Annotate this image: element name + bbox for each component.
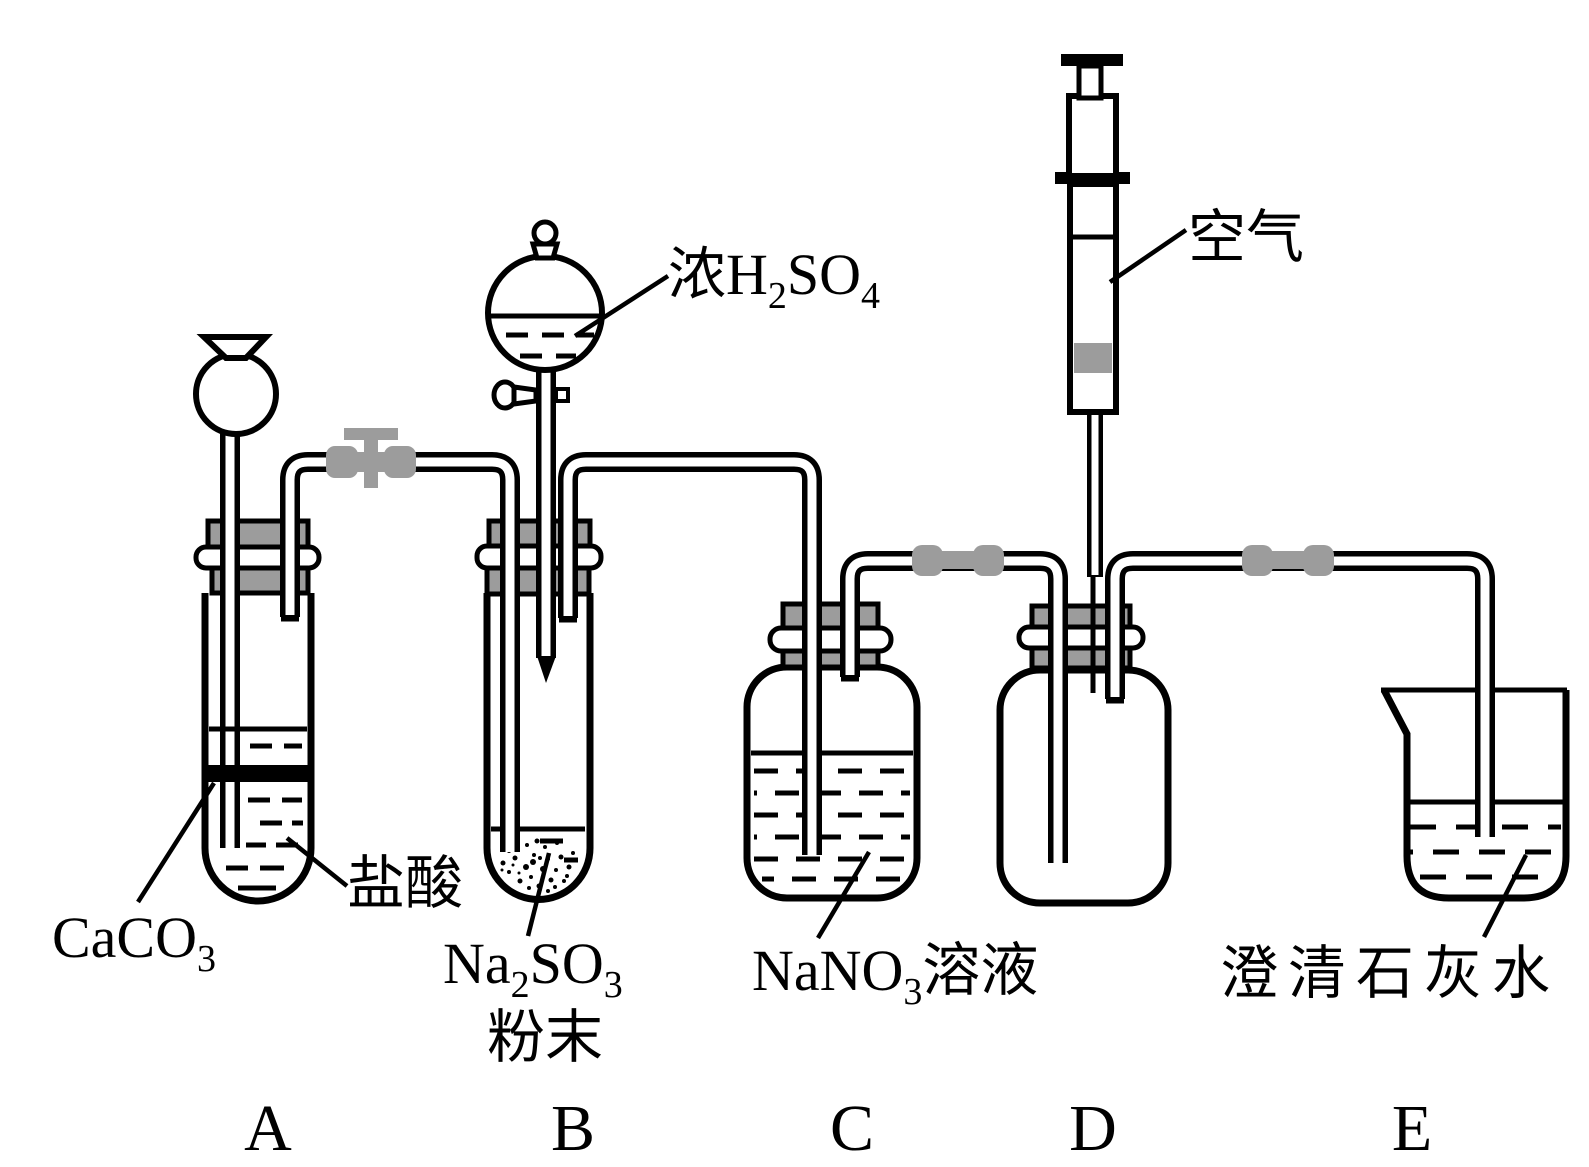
syringe-needle [1087, 410, 1103, 693]
syringe [1055, 54, 1130, 415]
syringe-plunger-rod [1076, 63, 1104, 101]
liquid-c [751, 750, 913, 882]
thistle-funnel-mouth [196, 334, 273, 361]
liquid-a [205, 726, 311, 891]
air-pointer [1108, 228, 1188, 284]
funnel-stopcock [491, 379, 570, 411]
funnel-liquid [490, 313, 601, 359]
hydrochloric-acid-pointer [285, 836, 349, 888]
stopper-c [767, 601, 894, 670]
tubing-connector-cd [912, 545, 1004, 576]
syringe-handle [1061, 54, 1123, 66]
nano3-pointer [816, 850, 871, 940]
delivery-tube-a-to-b [280, 452, 520, 852]
letter-e: E [1392, 1092, 1432, 1165]
dropping-funnel [485, 219, 605, 411]
label-na2so3: Na2SO3 [443, 931, 623, 1006]
letter-d: D [1069, 1092, 1117, 1165]
tubing-connector-de [1242, 545, 1334, 576]
label-na2so3-powder: 粉末 [487, 1005, 603, 1070]
letter-b: B [551, 1092, 595, 1165]
letter-a: A [244, 1092, 292, 1165]
syringe-plunger-shaft [1066, 93, 1119, 179]
h2so4-pointer [573, 274, 670, 338]
label-hydrochloric-acid: 盐酸 [347, 851, 463, 916]
beaker-e [1380, 687, 1570, 902]
label-nano3-solution: NaNO3溶液 [752, 938, 1038, 1013]
label-conc-h2so4: 浓H2SO4 [668, 242, 880, 317]
limewater-pointer [1481, 853, 1529, 939]
funnel-stopper-knob [531, 219, 559, 247]
thistle-funnel [193, 334, 279, 437]
label-air: 空气 [1188, 205, 1304, 270]
caco3-band [205, 765, 311, 782]
stopper-a [193, 518, 322, 596]
dropping-funnel-bulb [485, 253, 605, 373]
gas-bottle-c [743, 663, 921, 902]
caco3-pointer [136, 781, 216, 904]
delivery-tube-b-to-c [558, 452, 822, 855]
gas-bottle-d [996, 666, 1172, 907]
na2so3-pointer [525, 852, 552, 937]
dropping-funnel-stem [536, 368, 556, 683]
funnel-stem-tip [537, 656, 556, 683]
syringe-gasket [1074, 343, 1112, 373]
syringe-barrel [1067, 181, 1119, 415]
letter-c: C [830, 1092, 874, 1165]
label-limewater: 澄清石灰水 [1220, 941, 1560, 1006]
label-caco3: CaCO3 [52, 905, 216, 980]
stopcock-valve [326, 428, 416, 488]
